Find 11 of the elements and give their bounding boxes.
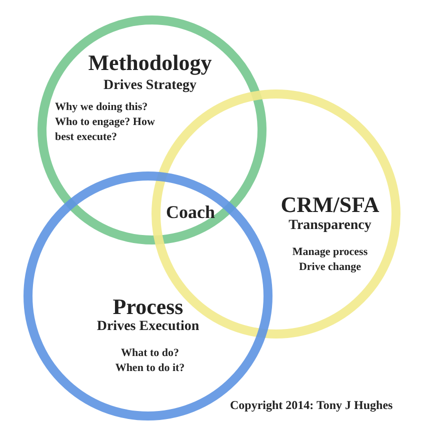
circle-note: Manage process Drive change: [291, 245, 369, 275]
circle-heading: Process: [112, 293, 184, 320]
circle-heading: Methodology: [87, 49, 213, 77]
copyright-note: Copyright 2014: Tony J Hughes: [230, 398, 393, 413]
circle-subheading: Transparency: [288, 217, 372, 235]
circle-heading: CRM/SFA: [280, 191, 380, 219]
circle-subheading: Drives Strategy: [102, 77, 198, 95]
region-label: Coach: [166, 202, 215, 223]
circle-subheading: Drives Execution: [96, 318, 200, 336]
circle-note: Why we doing this? Who to engage? How best execute?: [55, 100, 155, 145]
circle-note: What to do? When to do it?: [114, 346, 186, 376]
